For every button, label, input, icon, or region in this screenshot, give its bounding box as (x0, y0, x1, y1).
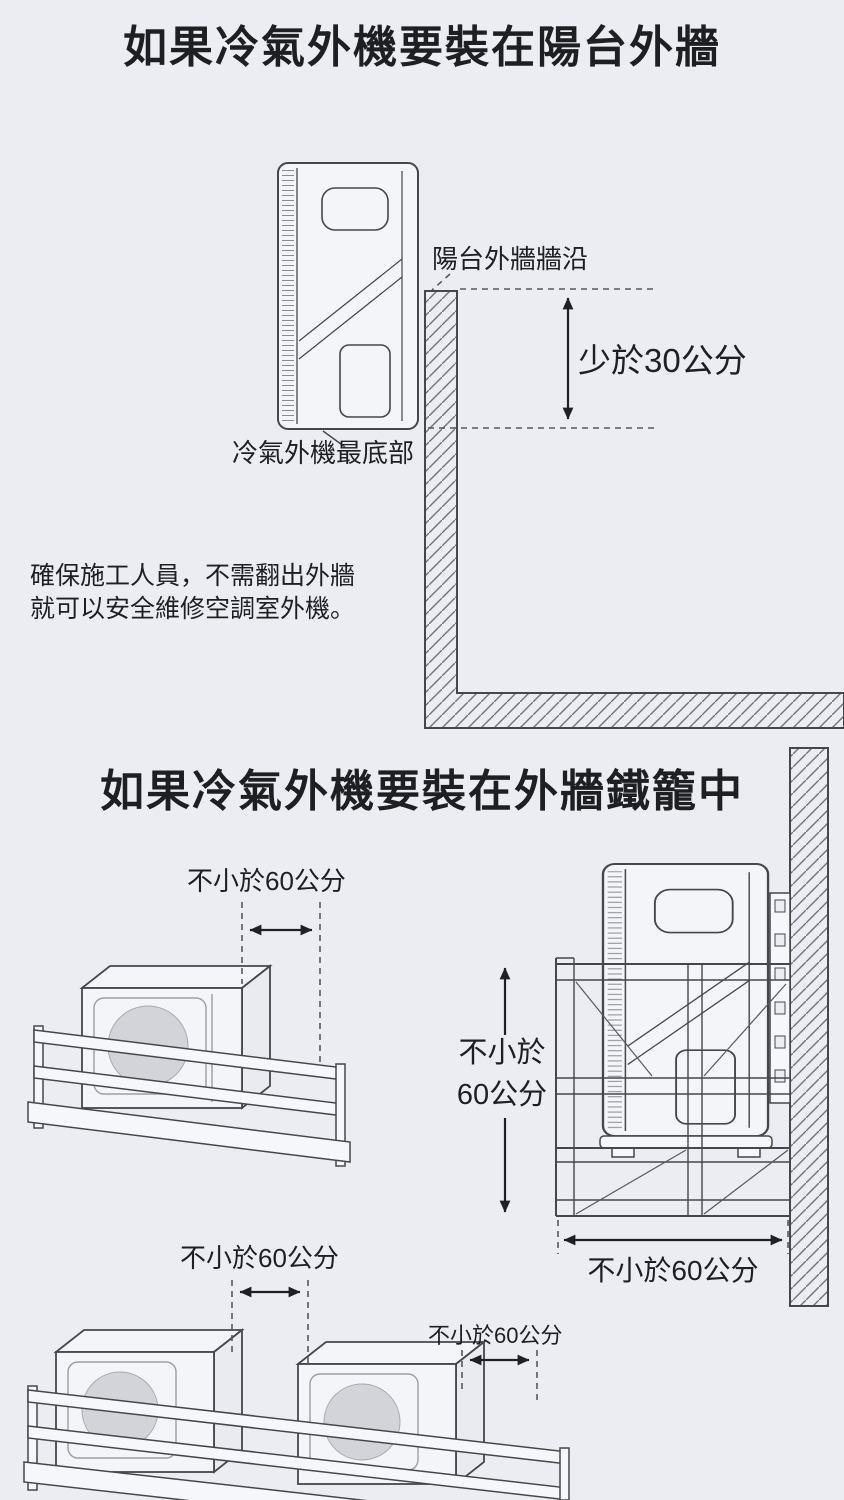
section1-title: 如果冷氣外機要裝在陽台外牆 (123, 23, 721, 72)
side-clearance-label: 不小於60公分 (187, 866, 346, 896)
distance-label: 少於30公分 (578, 342, 747, 379)
measurement-60cm-width: 不小於60公分 (557, 1220, 789, 1286)
section2-title: 如果冷氣外機要裝在外牆鐵籠中 (100, 767, 744, 816)
between-units-label: 不小於60公分 (428, 1323, 562, 1348)
note-line1: 確保施工人員，不需翻出外牆 (30, 562, 355, 590)
measurement-60cm-left: 不小於60公分 (180, 1243, 339, 1364)
ac-outdoor-unit-in-cage (601, 862, 770, 1138)
note-line2: 就可以安全維修空調室外機。 (30, 595, 355, 623)
wall-edge-label: 陽台外牆牆沿 (432, 244, 588, 274)
iron-cage-frame (555, 957, 790, 1217)
cage-height-label-line1: 不小於 (458, 1036, 545, 1069)
exterior-wall-cross-section (789, 747, 829, 1307)
unit-bottom-leader-line (322, 430, 346, 448)
measurement-60cm-between-units: 不小於60公分 (428, 1323, 562, 1400)
section2-cage-diagram: 如果冷氣外機要裝在外牆鐵籠中 不小於60公分 (27, 747, 829, 1307)
cage-front-view (555, 862, 791, 1217)
balcony-railing (23, 1385, 570, 1500)
ac-outdoor-unit-front-view (277, 162, 419, 430)
measurement-less-than-30cm: 陽台外牆牆沿 少於30公分 (428, 244, 747, 429)
left-clearance-label: 不小於60公分 (180, 1243, 339, 1273)
measurement-60cm-height: 不小於 60公分 (457, 967, 547, 1213)
cage-perspective-single-unit (27, 964, 351, 1167)
section1-balcony-wall-diagram: 如果冷氣外機要裝在陽台外牆 冷氣外機最底部 陽台外牆牆沿 少於30公分 確保施工… (30, 23, 844, 729)
cage-width-label: 不小於60公分 (587, 1255, 758, 1286)
cage-height-label-line2: 60公分 (457, 1079, 547, 1111)
measurement-60cm-top-left: 不小於60公分 (187, 866, 346, 1064)
unit-bottom-label: 冷氣外機最底部 (232, 438, 414, 468)
unit-base-bar (599, 1135, 773, 1149)
balcony-wall-cross-section (424, 290, 844, 729)
fan-circle (323, 1383, 401, 1461)
section3-two-units-diagram: 不小於60公分 不小於60公分 (23, 1243, 570, 1500)
